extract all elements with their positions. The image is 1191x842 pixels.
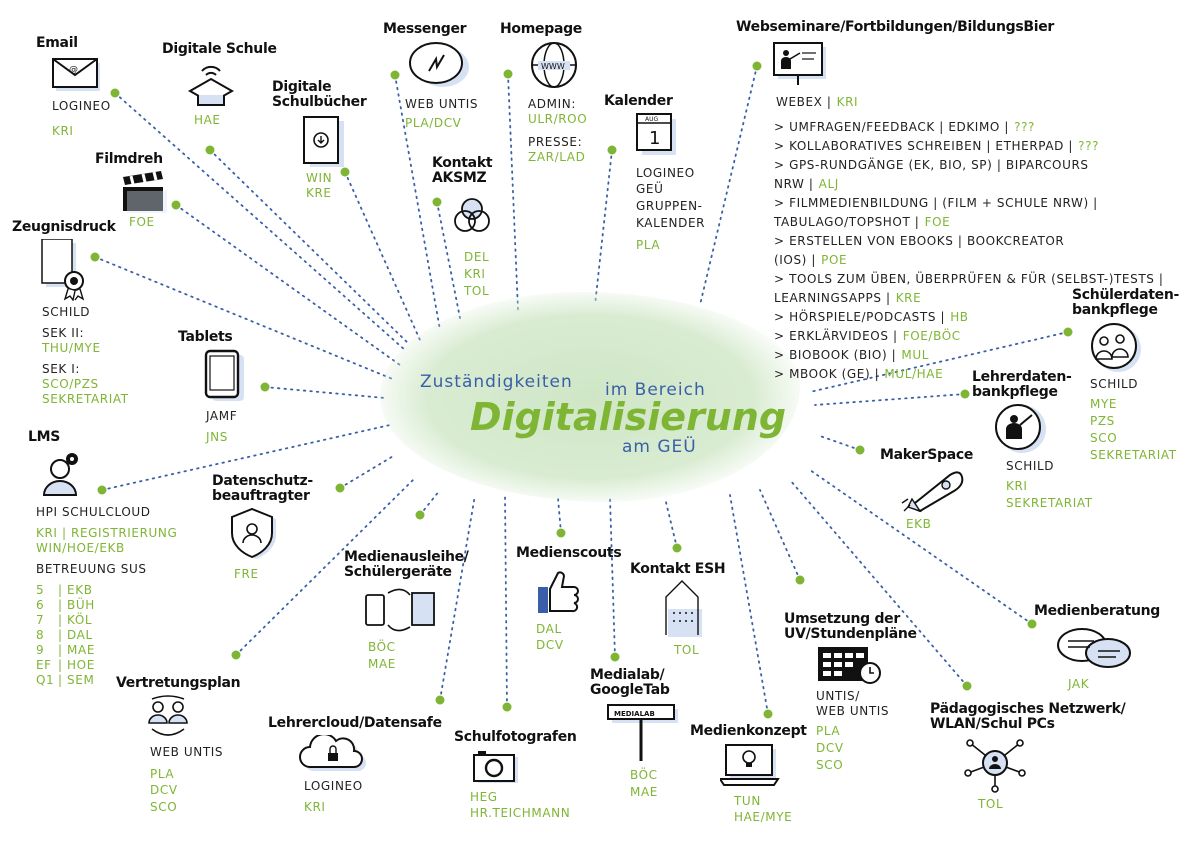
svg-text:MEDIALAB: MEDIALAB	[614, 710, 655, 718]
building-icon	[665, 579, 702, 637]
webseminare-item: > UMFRAGEN/FEEDBACK | EDKIMO | ???	[774, 119, 1036, 134]
webseminare-item: > HÖRSPIELE/PODCASTS | HB	[774, 309, 969, 324]
students-refresh-icon	[1091, 323, 1141, 373]
lms-row: 8| DAL	[36, 627, 93, 642]
presentation-board-icon	[773, 41, 826, 85]
film-clapper-icon	[123, 170, 167, 213]
cloud-lock-icon	[299, 734, 366, 771]
node-lehrercloud: Lehrercloud/Datensafe LOGINEO KRI	[268, 715, 442, 814]
node-medialab: Medialab/ GoogleTab MEDIALAB BÖC MAE	[590, 668, 684, 801]
chat-bubble-icon	[409, 41, 469, 87]
node-makerspace: MakerSpace EKB	[880, 447, 974, 531]
node-medienberatung: Medienberatung JAK	[1034, 603, 1161, 691]
webseminare-item: > KOLLABORATIVES SCHREIBEN | ETHERPAD | …	[774, 138, 1100, 153]
lms-row: 9| MAE	[36, 642, 96, 657]
lms-row: 7| KÖL	[36, 612, 93, 627]
node-umsetzung: Umsetzung der UV/Stundenpläne UNTIS/ WEB…	[784, 611, 917, 772]
node-lehrerdaten: Lehrerdaten- bankpflege SCHILD KRI SEKRE…	[972, 369, 1093, 511]
certificate-icon	[41, 238, 85, 301]
webseminare-item: > FILMMEDIENBILDUNG | (FILM + SCHULE NRW…	[774, 195, 1098, 229]
node-kalender: Kalender AUG 1 LOGINEO GEÜ GRUPPEN- KALE…	[604, 93, 706, 252]
center-main-title: Digitalisierung	[470, 395, 787, 439]
svg-text:WWW: WWW	[541, 62, 565, 71]
shield-user-icon	[231, 508, 276, 560]
lms-row: 6| BÜH	[36, 597, 95, 612]
medialab-sign-icon: MEDIALAB	[607, 704, 678, 762]
center-line2: im Bereich	[605, 380, 706, 400]
webseminare-item: > ERSTELLEN VON EBOOKS | BOOKCREATOR (IO…	[774, 233, 1065, 267]
node-vertretungsplan: Vertretungsplan WEB UNTIS PLA DCV SCO	[116, 675, 241, 815]
node-netzwerk: Pädagogisches Netzwerk/ WLAN/Schul PCs T…	[930, 701, 1126, 812]
schedule-clock-icon	[818, 647, 881, 685]
envelope-icon: @	[52, 57, 100, 91]
svg-text:1: 1	[649, 128, 660, 149]
ebook-download-icon	[303, 116, 344, 168]
webseminare-list: > UMFRAGEN/FEEDBACK | EDKIMO | ??? > KOL…	[774, 116, 1164, 382]
center-line1: Zuständigkeiten	[420, 372, 573, 392]
webseminare-item: > GPS-RUNDGÄNGE (EK, BIO, SP) | BIPARCOU…	[774, 157, 1089, 191]
node-homepage: Homepage WWW ADMIN: ULR/ROO PRESSE: ZAR/…	[500, 21, 588, 164]
node-kontakt-aksmz: Kontakt AKSMZ DEL KRI TOL	[432, 156, 498, 300]
laptop-idea-icon	[720, 743, 780, 786]
node-zeugnisdruck: Zeugnisdruck SCHILD SEK II: THU/MYE SEK …	[12, 219, 129, 406]
user-gear-icon	[42, 452, 78, 496]
node-title: Email	[36, 35, 78, 51]
speech-bubbles-icon	[1057, 627, 1131, 668]
node-medienausleihe: Medienausleihe/ Schülergeräte BÖC MAE	[344, 549, 469, 672]
node-schuelerdaten: Schülerdaten- bankpflege SCHILD MYE PZS …	[1072, 287, 1180, 462]
svg-text:AUG: AUG	[645, 116, 658, 123]
webseminare-item: > ERKLÄRVIDEOS | FOE/BÖC	[774, 328, 961, 343]
tablet-icon	[204, 349, 244, 401]
node-medienkonzept: Medienkonzept TUN HAE/MYE	[690, 723, 807, 825]
node-medienscouts: Medienscouts DAL DCV	[516, 545, 622, 653]
webseminare-item: > BIOBOOK (BIO) | MUL	[774, 347, 930, 362]
center-line3: am GEÜ	[622, 437, 697, 457]
node-schulfotografen: Schulfotografen HEG HR.TEICHMANN	[454, 729, 577, 821]
globe-www-icon: WWW	[531, 41, 577, 88]
graduation-cap-wifi-icon	[187, 65, 235, 106]
lms-support-list: 5| EKB 6| BÜH 7| KÖL 8| DAL 9| MAE EF| H…	[36, 583, 177, 688]
node-lms: LMS HPI SCHULCLOUD KRI | REGISTRIERUNG W…	[28, 429, 178, 688]
device-exchange-icon	[365, 589, 435, 632]
node-filmdreh: Filmdreh FOE	[95, 152, 169, 230]
node-webseminare: Webseminare/Fortbildungen/BildungsBier W…	[736, 19, 1164, 382]
rocket-icon	[901, 471, 964, 512]
node-digitale-schule: Digitale Schule HAE	[162, 41, 277, 127]
calendar-icon: AUG 1	[636, 112, 676, 155]
node-kontakt-esh: Kontakt ESH TOL	[630, 561, 726, 657]
node-schulbuecher: Digitale Schulbücher WIN KRE	[272, 79, 367, 201]
svg-text:@: @	[69, 65, 78, 75]
lms-row: EF| HOE	[36, 657, 95, 672]
lms-row: Q1| SEM	[36, 672, 95, 687]
center-brush-cloud	[380, 292, 800, 502]
node-tablets: Tablets JAMF JNS	[178, 330, 250, 445]
thumbs-up-icon	[538, 571, 579, 613]
node-datenschutz: Datenschutz- beauftragter FRE	[212, 473, 313, 582]
user-swap-icon	[148, 694, 188, 736]
node-email: Email @ LOGINEO KRI	[36, 35, 111, 138]
lms-row: 5| EKB	[36, 582, 93, 597]
camera-icon	[473, 750, 518, 783]
teacher-refresh-icon	[995, 404, 1046, 454]
network-user-icon	[964, 739, 1026, 794]
venn-circles-icon	[454, 198, 490, 233]
webseminare-item: > TOOLS ZUM ÜBEN, ÜBERPRÜFEN & FÜR (SELB…	[774, 271, 1164, 305]
node-messenger: Messenger WEB UNTIS PLA/DCV	[383, 21, 479, 130]
webseminare-item: > MBOOK (GE) | MUL/HAE	[774, 366, 944, 381]
